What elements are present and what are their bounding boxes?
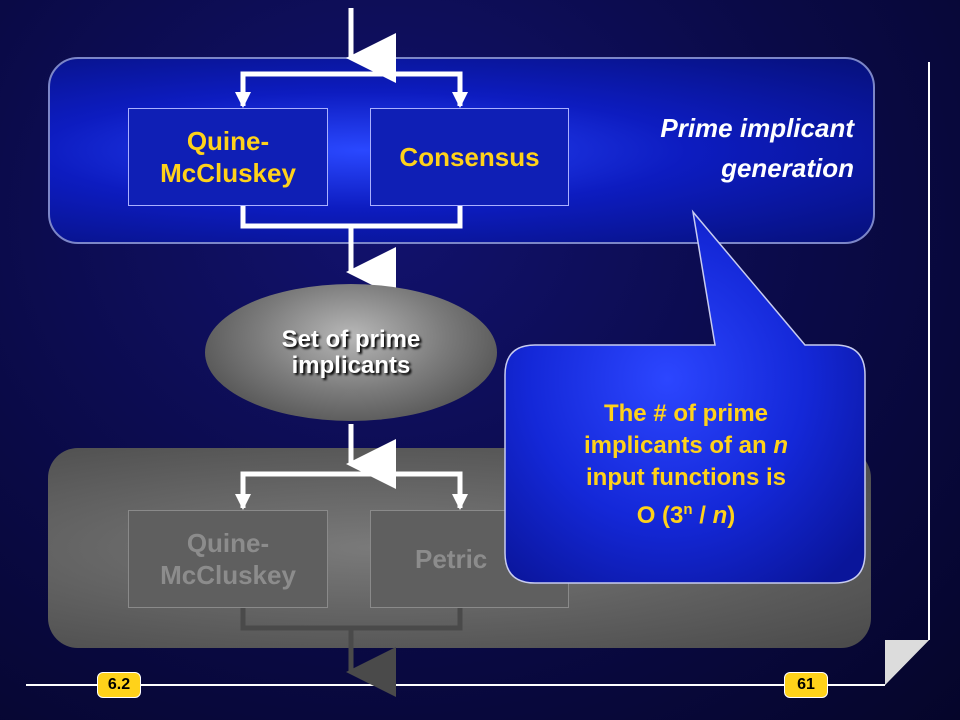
callout-line1: The # of prime — [603, 400, 769, 427]
petrick-label: Petric — [415, 544, 488, 574]
callout-text: The # of prime implicants of an n input … — [508, 398, 864, 532]
section-badge: 6.2 — [97, 672, 141, 698]
callout-line3: input functions is — [586, 464, 786, 491]
panel-title-line1: Prime implicant — [660, 113, 854, 143]
quine-mccluskey-box-bottom: Quine- McCluskey — [128, 510, 328, 608]
quine-mccluskey-bottom-line1: Quine- — [186, 528, 270, 558]
consensus-box: Consensus — [370, 108, 569, 206]
ellipse-line2: implicants — [291, 351, 411, 379]
consensus-label: Consensus — [399, 142, 540, 172]
quine-mccluskey-line2: McCluskey — [160, 158, 296, 188]
callout-line2: implicants of an n — [583, 432, 789, 459]
quine-mccluskey-bottom-line2: McCluskey — [160, 560, 296, 590]
prime-implicant-set-ellipse: Set of prime implicants — [205, 284, 497, 421]
quine-mccluskey-line1: Quine- — [186, 126, 270, 156]
panel-title: Prime implicant generation — [560, 108, 854, 188]
quine-mccluskey-box-top: Quine- McCluskey — [128, 108, 328, 206]
panel-title-line2: generation — [721, 153, 854, 183]
page-number-badge: 61 — [784, 672, 828, 698]
ellipse-line1: Set of prime — [281, 325, 421, 353]
callout-line4: O (3n / n) — [636, 501, 736, 529]
